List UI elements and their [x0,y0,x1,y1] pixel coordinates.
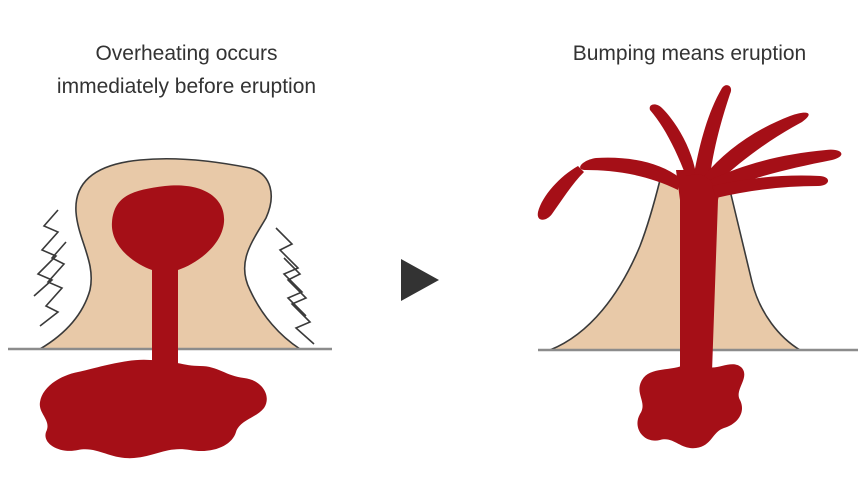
shake-lines-right-icon [276,228,306,316]
erupting-volcano [538,85,858,448]
swollen-volcano [8,159,332,458]
lava-plume-upper-left [650,104,696,176]
volcano-cone [550,180,800,350]
magma-conduit [152,258,178,368]
magma-pocket-underground [637,361,744,448]
play-arrow-icon [401,259,439,301]
shake-lines-left-icon [34,210,58,296]
shake-lines-right-2-icon [284,258,314,344]
lava-droplet [538,166,584,220]
magma-chamber-underground [40,360,267,458]
